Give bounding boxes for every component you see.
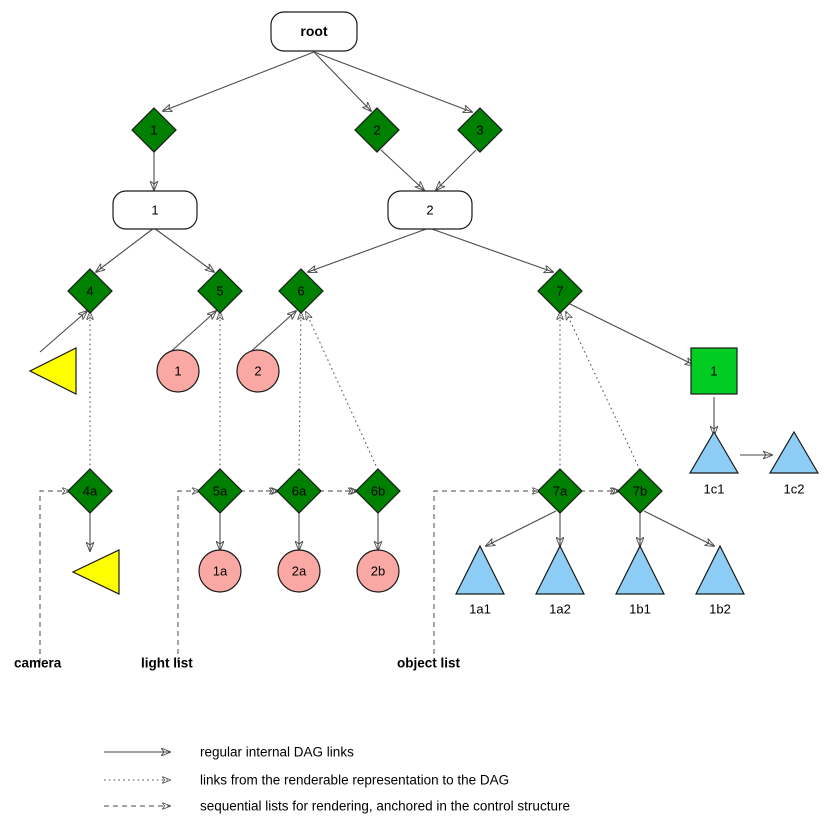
edge-2-to-box2	[380, 149, 424, 190]
node-diamond-5[interactable]	[197, 268, 243, 314]
node-diamond-6a[interactable]	[276, 468, 322, 514]
node-object-1a2-label: 1a2	[549, 601, 571, 617]
edge-7-to-group1	[567, 302, 694, 365]
node-camera-top[interactable]	[28, 347, 77, 395]
node-object-1b2[interactable]	[695, 544, 745, 595]
edge-box1-to-5	[153, 227, 214, 272]
node-diamond-4[interactable]	[67, 268, 113, 314]
node-object-1b1[interactable]	[615, 544, 665, 595]
node-diamond-5a[interactable]	[197, 468, 243, 514]
node-object-1c1-label: 1c1	[703, 481, 725, 497]
edge-3-to-box2	[436, 149, 477, 190]
edge-root-to-3	[313, 51, 472, 112]
edge-box2-to-6	[308, 227, 430, 272]
edge-root-to-1	[163, 51, 315, 111]
legend-label-dotted: links from the renderable representation…	[200, 772, 510, 788]
node-light-2a[interactable]	[277, 549, 321, 593]
edge-6a-to-6-dotted	[299, 312, 301, 471]
edge-light-anchor	[177, 491, 200, 663]
edge-root-to-2	[313, 51, 371, 111]
edge-7a-to-1a1	[486, 510, 557, 546]
node-diamond-3[interactable]	[457, 107, 503, 153]
edge-object-anchor	[433, 491, 540, 663]
node-object-1c1[interactable]	[688, 430, 740, 474]
light-list-label: light list	[141, 655, 193, 671]
object-list-label: object list	[397, 655, 461, 671]
edge-camera-to-4	[39, 311, 87, 353]
node-diamond-4a[interactable]	[67, 468, 113, 514]
node-box-1[interactable]	[112, 190, 198, 230]
node-object-1b1-label: 1b1	[629, 601, 651, 617]
edges-solid-group	[39, 51, 772, 551]
legend-label-solid: regular internal DAG links	[200, 744, 354, 760]
legend-label-dashed: sequential lists for rendering, anchored…	[200, 798, 570, 814]
edge-light2-to-6	[245, 311, 296, 357]
nodes-group	[28, 11, 820, 595]
node-diamond-7a[interactable]	[537, 468, 583, 514]
node-light-2[interactable]	[236, 349, 280, 393]
legend-lines-group	[104, 752, 170, 806]
node-object-1a1[interactable]	[455, 544, 505, 595]
node-camera-bottom[interactable]	[71, 549, 120, 595]
node-object-1c2-label: 1c2	[783, 481, 805, 497]
edge-7b-to-7-dotted	[566, 312, 641, 471]
camera-list-label: camera	[14, 655, 62, 671]
node-diamond-2[interactable]	[354, 107, 400, 153]
node-root[interactable]	[270, 11, 358, 52]
node-object-1b2-label: 1b2	[709, 601, 731, 617]
edge-light1-to-5	[165, 311, 216, 357]
node-light-2b[interactable]	[356, 549, 400, 593]
node-diamond-6b[interactable]	[355, 468, 401, 514]
node-light-1a[interactable]	[198, 549, 242, 593]
node-diamond-7[interactable]	[537, 268, 583, 314]
node-diamond-1[interactable]	[131, 107, 177, 153]
node-object-1a2[interactable]	[535, 544, 585, 595]
edge-6b-to-6-dotted	[306, 312, 379, 471]
edges-dotted-group	[90, 312, 641, 471]
edges-dashed-group	[39, 491, 620, 663]
node-object-1c2[interactable]	[768, 430, 820, 474]
edge-box2-to-7	[428, 227, 553, 272]
node-diamond-6[interactable]	[278, 268, 324, 314]
node-box-2[interactable]	[387, 190, 473, 230]
node-light-1[interactable]	[156, 349, 200, 393]
node-object-1a1-label: 1a1	[469, 601, 491, 617]
node-group-square-1[interactable]	[690, 347, 738, 395]
edge-7b-to-1b2	[643, 510, 714, 546]
edge-camera-anchor	[39, 491, 70, 663]
edge-box1-to-4	[96, 227, 155, 272]
node-diamond-7b[interactable]	[617, 468, 663, 514]
